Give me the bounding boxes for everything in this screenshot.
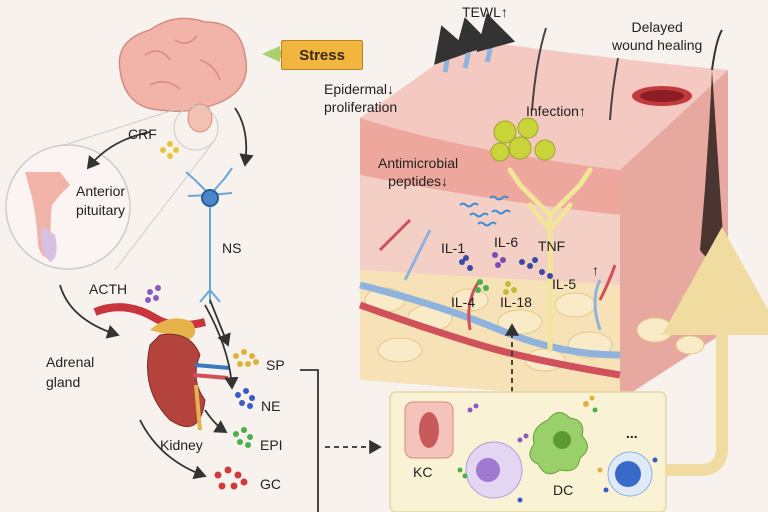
gc-dots [214, 466, 248, 490]
epidermal-proliferation-label: Epidermal↓ proliferation [324, 81, 398, 115]
pituitary-zoom [5, 107, 216, 271]
cytokine-dots [459, 252, 553, 295]
mast-cell-icon [465, 441, 523, 499]
cytokine-up-arrow: ↑ [592, 262, 599, 278]
ne-dots [235, 388, 255, 409]
epi-dots [233, 427, 253, 448]
il1-label: IL-1 [441, 240, 466, 256]
neuron-icon [185, 167, 233, 304]
more-cells-ellipsis: ... [626, 425, 638, 441]
antimicrobial-peptides-label: Antimicrobial peptides↓ [378, 155, 459, 189]
gc-label: GC [260, 476, 281, 492]
ns-label: NS [222, 240, 242, 256]
epi-label: EPI [260, 437, 283, 453]
tewl-arrows [434, 13, 516, 73]
kidney-label: Kidney [160, 437, 203, 453]
keratinocyte-icon [404, 401, 454, 459]
sp-dots [233, 349, 259, 367]
il5-label: IL-5 [552, 276, 577, 292]
acth-dots [145, 285, 161, 303]
flow-arrows [59, 107, 254, 480]
t-cell-icon [607, 451, 653, 497]
immune-cells-panel [389, 391, 667, 512]
acth-label: ACTH [89, 281, 128, 297]
crf-label: CRF [128, 126, 157, 142]
kidney-icon [147, 318, 231, 431]
adrenal-gland-label: Adrenal gland [46, 354, 95, 390]
ne-label: NE [261, 398, 281, 414]
skin-block [358, 27, 728, 400]
bacteria-icon [490, 117, 556, 162]
stress-label: Stress [281, 40, 363, 70]
dendritic-cell-icon [529, 412, 588, 475]
dc-label: DC [553, 482, 574, 498]
delayed-wound-healing-label: Delayed wound healing [612, 19, 703, 53]
sp-label: SP [266, 357, 285, 373]
brain-icon [118, 17, 248, 151]
tewl-label: TEWL↑ [462, 4, 508, 20]
il4-label: IL-4 [451, 294, 476, 310]
infection-label: Infection↑ [526, 103, 586, 119]
tnf-label: TNF [538, 238, 566, 254]
kc-label: KC [413, 464, 433, 480]
crf-dots [160, 141, 179, 159]
il6-label: IL-6 [494, 234, 519, 250]
anterior-pituitary-label: Anterior pituitary [76, 183, 126, 218]
il18-label: IL-18 [500, 294, 532, 310]
antimicrobial-peptide-icon [459, 195, 511, 227]
